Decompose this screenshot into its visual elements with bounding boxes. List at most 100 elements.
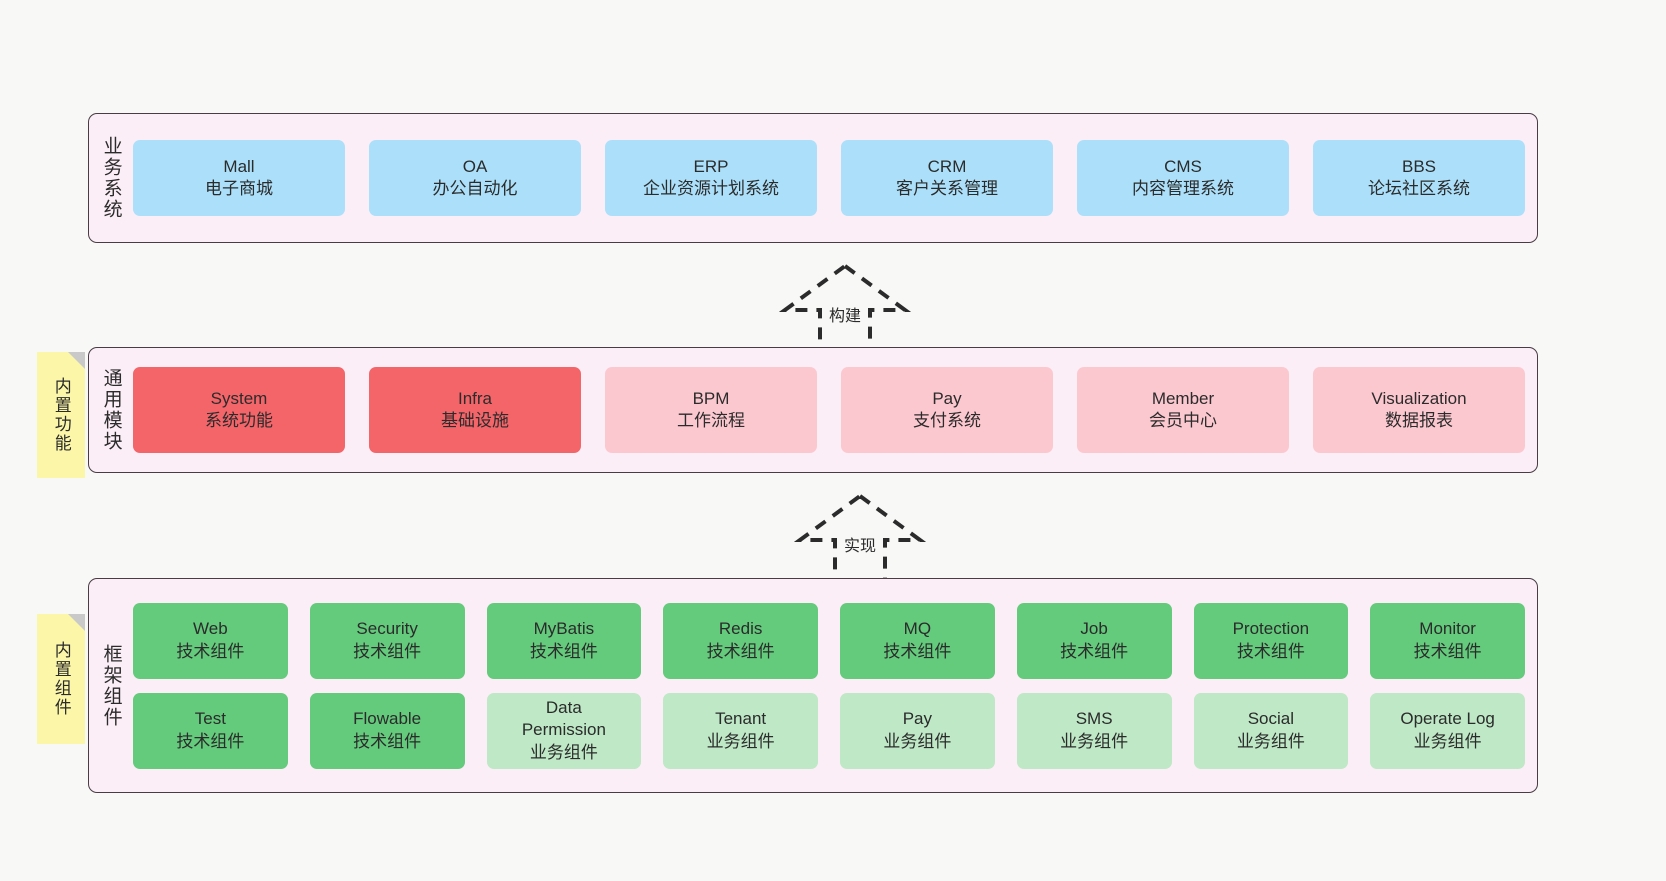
box-visualization-desc: 数据报表 — [1385, 411, 1453, 430]
box-redis[interactable]: Redis 技术组件 — [663, 602, 818, 679]
box-protection-name: Protection — [1232, 619, 1310, 639]
box-mybatis-name: MyBatis — [533, 619, 595, 639]
framework-business-row: Test 技术组件 Flowable 技术组件 Data Permission … — [133, 692, 1525, 769]
box-erp-desc: 企业资源计划系统 — [643, 179, 779, 198]
box-bbs-desc: 论坛社区系统 — [1368, 179, 1470, 198]
note-fold-corner-icon — [68, 352, 85, 369]
box-system[interactable]: System 系统功能 — [133, 367, 345, 453]
box-web[interactable]: Web 技术组件 — [133, 602, 288, 679]
box-infra-desc: 基础设施 — [441, 411, 509, 430]
note-builtin-component: 内置组件 — [37, 614, 85, 744]
box-pay-module[interactable]: Pay 支付系统 — [841, 367, 1053, 453]
box-job-desc: 技术组件 — [1060, 641, 1129, 661]
box-erp[interactable]: ERP 企业资源计划系统 — [605, 140, 817, 216]
connector-implement: 实现 — [775, 488, 945, 588]
layer-title-framework-component: 框架组件 — [100, 643, 122, 728]
box-tenant[interactable]: Tenant 业务组件 — [663, 692, 818, 769]
box-social[interactable]: Social 业务组件 — [1193, 692, 1349, 769]
box-mq-desc: 技术组件 — [883, 641, 952, 661]
layer-common-module: 通用模块 System 系统功能 Infra 基础设施 BPM 工作流程 Pay… — [88, 347, 1538, 473]
box-bpm[interactable]: BPM 工作流程 — [605, 367, 817, 453]
box-web-desc: 技术组件 — [176, 641, 245, 661]
box-oa[interactable]: OA 办公自动化 — [369, 140, 581, 216]
note-builtin-function-text: 内置功能 — [51, 377, 71, 453]
box-protection[interactable]: Protection 技术组件 — [1193, 602, 1349, 679]
box-visualization[interactable]: Visualization 数据报表 — [1313, 367, 1525, 453]
box-tenant-desc: 业务组件 — [706, 731, 775, 751]
box-pay-module-desc: 支付系统 — [913, 411, 981, 430]
box-security-name: Security — [356, 619, 418, 639]
box-sms-name: SMS — [1075, 709, 1113, 729]
box-monitor[interactable]: Monitor 技术组件 — [1370, 602, 1525, 679]
box-mybatis-desc: 技术组件 — [529, 641, 598, 661]
box-pay-module-name: Pay — [932, 388, 962, 408]
box-job-name: Job — [1080, 619, 1108, 639]
framework-tech-row: Web 技术组件 Security 技术组件 MyBatis 技术组件 Redi… — [133, 602, 1525, 679]
layer-body-business-system: Mall 电子商城 OA 办公自动化 ERP 企业资源计划系统 CRM 客户关系… — [133, 114, 1537, 242]
box-monitor-desc: 技术组件 — [1413, 641, 1482, 661]
box-system-name: System — [210, 388, 268, 408]
box-flowable-desc: 技术组件 — [353, 731, 422, 751]
box-erp-name: ERP — [693, 156, 729, 176]
layer-body-common-module: System 系统功能 Infra 基础设施 BPM 工作流程 Pay 支付系统… — [133, 348, 1537, 472]
box-bpm-desc: 工作流程 — [677, 411, 745, 430]
note-builtin-component-text: 内置组件 — [51, 641, 71, 717]
box-pay-component-name: Pay — [902, 709, 933, 729]
box-bbs[interactable]: BBS 论坛社区系统 — [1313, 140, 1525, 216]
box-operate-log[interactable]: Operate Log 业务组件 — [1370, 692, 1525, 769]
layer-title-common-module: 通用模块 — [100, 368, 122, 452]
box-protection-desc: 技术组件 — [1236, 641, 1305, 661]
box-cms-desc: 内容管理系统 — [1132, 179, 1234, 198]
layer-business-system: 业务系统 Mall 电子商城 OA 办公自动化 ERP 企业资源计划系统 CRM… — [88, 113, 1538, 243]
box-mq[interactable]: MQ 技术组件 — [840, 602, 995, 679]
box-social-desc: 业务组件 — [1236, 731, 1305, 751]
box-operate-log-desc: 业务组件 — [1413, 731, 1482, 751]
box-flowable-name: Flowable — [353, 709, 422, 729]
connector-build-label: 构建 — [828, 308, 862, 325]
box-cms-name: CMS — [1164, 156, 1202, 176]
box-crm-name: CRM — [927, 156, 967, 176]
box-crm-desc: 客户关系管理 — [896, 179, 998, 198]
business-box-row: Mall 电子商城 OA 办公自动化 ERP 企业资源计划系统 CRM 客户关系… — [133, 140, 1525, 216]
note-fold-corner-icon — [68, 614, 85, 631]
box-data-permission-name: Data Permission — [521, 697, 606, 740]
box-security-desc: 技术组件 — [353, 641, 422, 661]
box-infra-name: Infra — [457, 388, 493, 408]
box-job[interactable]: Job 技术组件 — [1016, 602, 1172, 679]
note-builtin-function: 内置功能 — [37, 352, 85, 478]
box-mall-name: Mall — [223, 156, 255, 176]
box-sms[interactable]: SMS 业务组件 — [1016, 692, 1172, 769]
box-member-desc: 会员中心 — [1149, 411, 1217, 430]
box-crm[interactable]: CRM 客户关系管理 — [841, 140, 1053, 216]
box-mall[interactable]: Mall 电子商城 — [133, 140, 345, 216]
connector-build: 构建 — [760, 258, 930, 358]
box-mall-desc: 电子商城 — [205, 179, 273, 198]
box-test[interactable]: Test 技术组件 — [133, 692, 288, 769]
box-data-permission[interactable]: Data Permission 业务组件 — [486, 692, 642, 769]
box-monitor-name: Monitor — [1419, 619, 1476, 639]
box-member-name: Member — [1151, 388, 1215, 408]
box-web-name: Web — [193, 619, 228, 639]
box-pay-component-desc: 业务组件 — [883, 731, 952, 751]
box-flowable[interactable]: Flowable 技术组件 — [309, 692, 465, 769]
box-test-name: Test — [194, 709, 226, 729]
box-mybatis[interactable]: MyBatis 技术组件 — [486, 602, 642, 679]
box-infra[interactable]: Infra 基础设施 — [369, 367, 581, 453]
box-visualization-name: Visualization — [1371, 388, 1467, 408]
box-tenant-name: Tenant — [715, 709, 767, 729]
box-operate-log-name: Operate Log — [1400, 709, 1495, 729]
box-oa-name: OA — [462, 156, 488, 176]
box-test-desc: 技术组件 — [176, 731, 245, 751]
box-sms-desc: 业务组件 — [1060, 731, 1129, 751]
box-cms[interactable]: CMS 内容管理系统 — [1077, 140, 1289, 216]
layer-framework-component: 框架组件 Web 技术组件 Security 技术组件 MyBatis 技术组件… — [88, 578, 1538, 793]
box-mq-name: MQ — [903, 619, 932, 639]
box-redis-name: Redis — [718, 619, 763, 639]
connector-implement-label: 实现 — [843, 538, 877, 555]
box-pay-component[interactable]: Pay 业务组件 — [840, 692, 995, 769]
layer-title-business-system: 业务系统 — [100, 136, 122, 220]
box-security[interactable]: Security 技术组件 — [309, 602, 465, 679]
box-bbs-name: BBS — [1401, 156, 1437, 176]
box-member[interactable]: Member 会员中心 — [1077, 367, 1289, 453]
